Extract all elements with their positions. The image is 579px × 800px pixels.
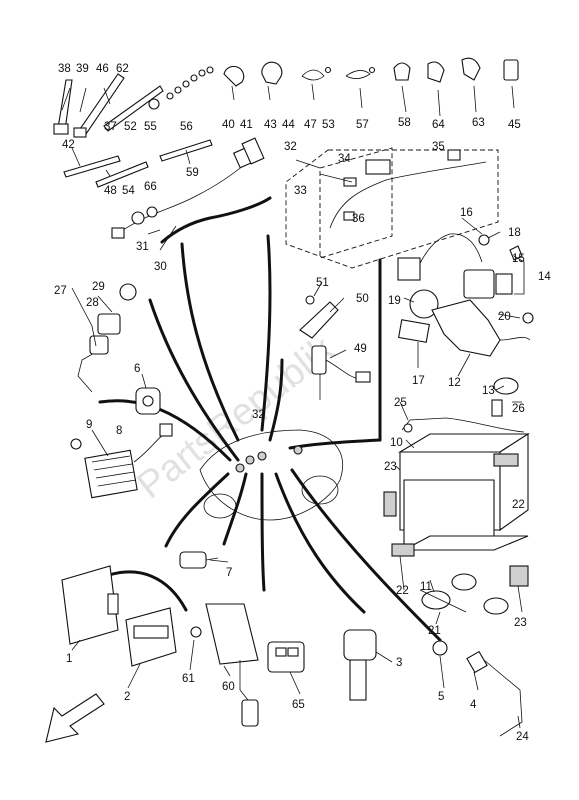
callout-57: 57 (356, 119, 369, 131)
callout-26: 26 (512, 403, 525, 415)
callout-35: 35 (432, 141, 445, 153)
callout-4: 4 (470, 699, 477, 711)
callout-43: 43 (264, 119, 277, 131)
callout-66: 66 (144, 181, 157, 193)
callout-14: 14 (538, 271, 551, 283)
callout-7: 7 (226, 567, 232, 579)
callout-22-left: 22 (396, 585, 409, 597)
callout-60: 60 (222, 681, 235, 693)
callout-34: 34 (338, 153, 351, 165)
sub-harness-box (285, 147, 499, 269)
callout-41: 41 (240, 119, 253, 131)
callout-24: 24 (516, 731, 529, 743)
callout-11: 11 (420, 581, 432, 593)
assembly-leader-lines (94, 196, 442, 642)
callout-5: 5 (438, 691, 444, 703)
front-direction-arrow (45, 693, 105, 743)
callout-leader-lines (61, 83, 525, 729)
spark-plug-4 (432, 640, 523, 737)
callout-30: 30 (154, 261, 167, 273)
callout-18: 18 (508, 227, 521, 239)
callout-16: 16 (460, 207, 473, 219)
callout-46: 46 (96, 63, 109, 75)
callout-3: 3 (396, 657, 402, 669)
battery-assembly (383, 399, 530, 615)
callout-58: 58 (398, 117, 411, 129)
callout-47: 47 (304, 119, 317, 131)
callout-39: 39 (76, 63, 89, 75)
callout-37: 37 (104, 121, 117, 133)
callout-10: 10 (390, 437, 403, 449)
callout-44: 44 (282, 119, 295, 131)
callout-33: 33 (294, 185, 307, 197)
callout-40: 40 (222, 119, 235, 131)
callout-22-right: 22 (512, 499, 525, 511)
main-switch-27 (77, 283, 137, 393)
callout-25: 25 (394, 397, 407, 409)
callout-56: 56 (180, 121, 193, 133)
ignition-unit-60 (190, 603, 259, 727)
wire-harness-clamp-group (53, 66, 214, 138)
callout-51: 51 (316, 277, 329, 289)
callout-63: 63 (472, 117, 485, 129)
callout-21: 21 (428, 625, 441, 637)
callout-23-lower: 23 (514, 617, 527, 629)
callout-28: 28 (86, 297, 99, 309)
callout-1: 1 (66, 653, 72, 665)
watermark-text: PartsRepublik (130, 328, 343, 507)
rectifier-regulator-8 (70, 423, 173, 499)
callout-32-top: 32 (284, 141, 297, 153)
ignition-coil-3 (343, 629, 377, 701)
callout-64: 64 (432, 119, 445, 131)
callout-32-center: 32 (252, 409, 265, 421)
callout-48: 48 (104, 185, 117, 197)
callout-50: 50 (356, 293, 369, 305)
callout-19: 19 (388, 295, 401, 307)
callout-42: 42 (62, 139, 75, 151)
callout-12: 12 (448, 377, 461, 389)
callout-61: 61 (182, 673, 195, 685)
ecu-1 (61, 565, 119, 645)
callout-13: 13 (482, 385, 495, 397)
relay-6 (135, 387, 161, 415)
sensor-7 (179, 551, 219, 569)
vehicle-frame-sketch (199, 429, 343, 521)
callout-62: 62 (116, 63, 129, 75)
callout-59: 59 (186, 167, 199, 179)
callout-55: 55 (144, 121, 157, 133)
clamps-top-row (223, 57, 519, 87)
callout-27: 27 (54, 285, 67, 297)
sub-wire-harness-30 (111, 137, 265, 239)
callout-38: 38 (58, 63, 71, 75)
callout-9: 9 (86, 419, 92, 431)
callout-23-upper: 23 (384, 461, 397, 473)
callout-53: 53 (322, 119, 335, 131)
callout-15: 15 (512, 253, 525, 265)
callout-labels: 38 39 46 62 37 52 55 56 40 41 43 44 47 5… (54, 63, 551, 743)
relay-65 (267, 641, 305, 673)
callout-29: 29 (92, 281, 105, 293)
callout-36: 36 (352, 213, 365, 225)
callout-65: 65 (292, 699, 305, 711)
callout-20: 20 (498, 311, 511, 323)
callout-49: 49 (354, 343, 367, 355)
callout-17: 17 (412, 375, 425, 387)
callout-54: 54 (122, 185, 135, 197)
callout-8: 8 (116, 425, 122, 437)
callout-45: 45 (508, 119, 521, 131)
starter-relay-group (397, 233, 534, 395)
ecu-cover-2 (125, 607, 177, 667)
sensor-49-group (299, 295, 371, 400)
callout-6: 6 (134, 363, 140, 375)
callout-52: 52 (124, 121, 137, 133)
callout-2: 2 (124, 691, 130, 703)
callout-31: 31 (136, 241, 149, 253)
